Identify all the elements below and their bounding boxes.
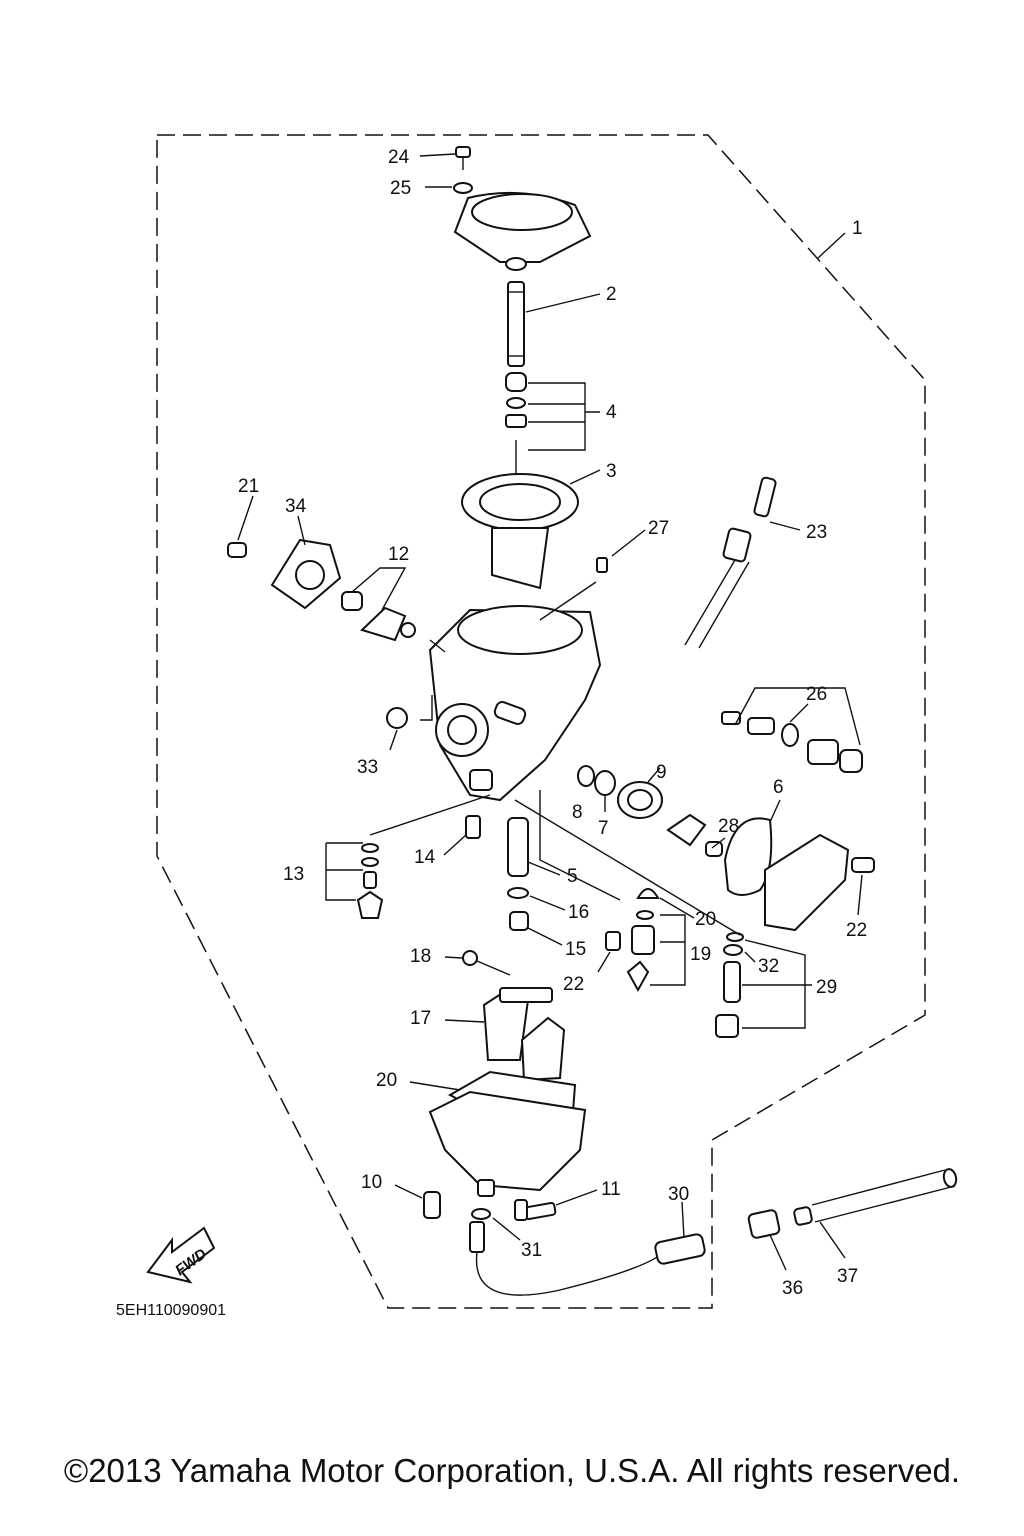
assembly-boundary xyxy=(156,134,926,1309)
part-drain-hose xyxy=(469,1168,958,1296)
callout-13: 13 xyxy=(283,864,304,885)
part-top-cover xyxy=(453,191,592,271)
part-jet-28 xyxy=(596,557,608,573)
part-cover-35 xyxy=(270,538,342,610)
part-washer-16 xyxy=(507,887,529,899)
callout-2: 2 xyxy=(606,284,617,305)
callout-1: 1 xyxy=(852,218,863,239)
part-pin-18 xyxy=(462,950,511,976)
callout-18: 18 xyxy=(410,946,431,967)
callout-26: 25 xyxy=(390,178,411,199)
part-float-bowl xyxy=(428,1090,587,1197)
callout-3: 3 xyxy=(606,461,617,482)
part-cap-21 xyxy=(636,888,660,899)
part-screw-22-right xyxy=(851,857,875,873)
callout-37: 37 xyxy=(837,1266,858,1287)
part-float-valve-19 xyxy=(626,910,655,993)
callout-29: 28 xyxy=(718,816,739,837)
callout-22-right: 22 xyxy=(846,920,867,941)
callout-23: 22 xyxy=(563,974,584,995)
callout-17: 17 xyxy=(410,1008,431,1029)
callout-25: 24 xyxy=(388,147,410,168)
copyright-notice: ©2013 Yamaha Motor Corporation, U.S.A. A… xyxy=(63,1452,961,1489)
part-carburetor-body xyxy=(428,605,602,802)
callout-28: 27 xyxy=(648,518,669,539)
part-spring-2 xyxy=(507,281,525,367)
callout-4: 4 xyxy=(606,402,617,423)
callout-27: 26 xyxy=(806,684,827,705)
callout-6: 6 xyxy=(773,777,784,798)
leader-lines xyxy=(237,153,863,1271)
part-screw-22-left xyxy=(227,542,247,558)
callout-35: 34 xyxy=(285,496,307,517)
callout-16: 16 xyxy=(568,902,589,923)
callout-36: 36 xyxy=(782,1278,803,1299)
callout-21: 20 xyxy=(695,909,716,930)
part-seal-7 xyxy=(594,770,616,796)
callout-31: 30 xyxy=(668,1184,689,1205)
callout-22-left: 21 xyxy=(238,476,259,497)
part-jet-14 xyxy=(465,815,481,839)
callout-11: 11 xyxy=(601,1179,621,1200)
part-screw-set-30 xyxy=(715,932,744,1038)
callout-12: 12 xyxy=(388,544,409,565)
part-washer-26 xyxy=(453,182,473,194)
part-vent-tube-24 xyxy=(684,476,777,649)
callout-34: 33 xyxy=(357,757,378,778)
callout-19: 19 xyxy=(690,944,711,965)
part-right-cover xyxy=(764,833,850,932)
part-screw-set-27 xyxy=(721,711,863,773)
part-jet-23 xyxy=(605,931,621,951)
part-drain-screw-11 xyxy=(514,1199,557,1221)
part-lever-29 xyxy=(666,813,723,857)
callout-14: 14 xyxy=(414,847,436,868)
callout-10: 10 xyxy=(361,1172,382,1193)
part-gasket-6 xyxy=(723,817,773,896)
callout-7: 7 xyxy=(598,818,609,839)
callout-15: 15 xyxy=(565,939,586,960)
part-washer-8 xyxy=(577,765,595,787)
callout-labels: 24 25 1 2 4 3 21 34 27 23 12 26 33 9 6 8… xyxy=(238,147,867,1299)
diagram-code: 5EH110090901 xyxy=(116,1302,226,1319)
part-spring-9 xyxy=(617,781,663,819)
part-screw-25 xyxy=(455,146,471,170)
part-o-ring-33 xyxy=(723,944,743,956)
callout-20: 20 xyxy=(376,1070,397,1091)
callout-33: 32 xyxy=(758,956,779,977)
part-main-jet-15 xyxy=(509,911,529,931)
callout-24: 23 xyxy=(806,522,827,543)
part-needle-jet-5 xyxy=(507,817,529,877)
part-screw-10 xyxy=(423,1191,441,1219)
part-diaphragm-3 xyxy=(461,473,579,590)
part-plunger-12 xyxy=(341,591,416,642)
part-o-ring-32 xyxy=(471,1208,491,1220)
fwd-arrow-icon: FWD xyxy=(146,1226,216,1284)
callout-30: 29 xyxy=(816,977,837,998)
part-nut-34 xyxy=(386,707,408,729)
callout-32: 31 xyxy=(521,1240,542,1261)
callout-9: 9 xyxy=(656,762,667,783)
callout-8: 8 xyxy=(572,802,583,823)
part-pilot-set-13 xyxy=(356,843,384,919)
callout-5: 5 xyxy=(567,866,578,887)
part-float-17 xyxy=(482,986,566,1082)
